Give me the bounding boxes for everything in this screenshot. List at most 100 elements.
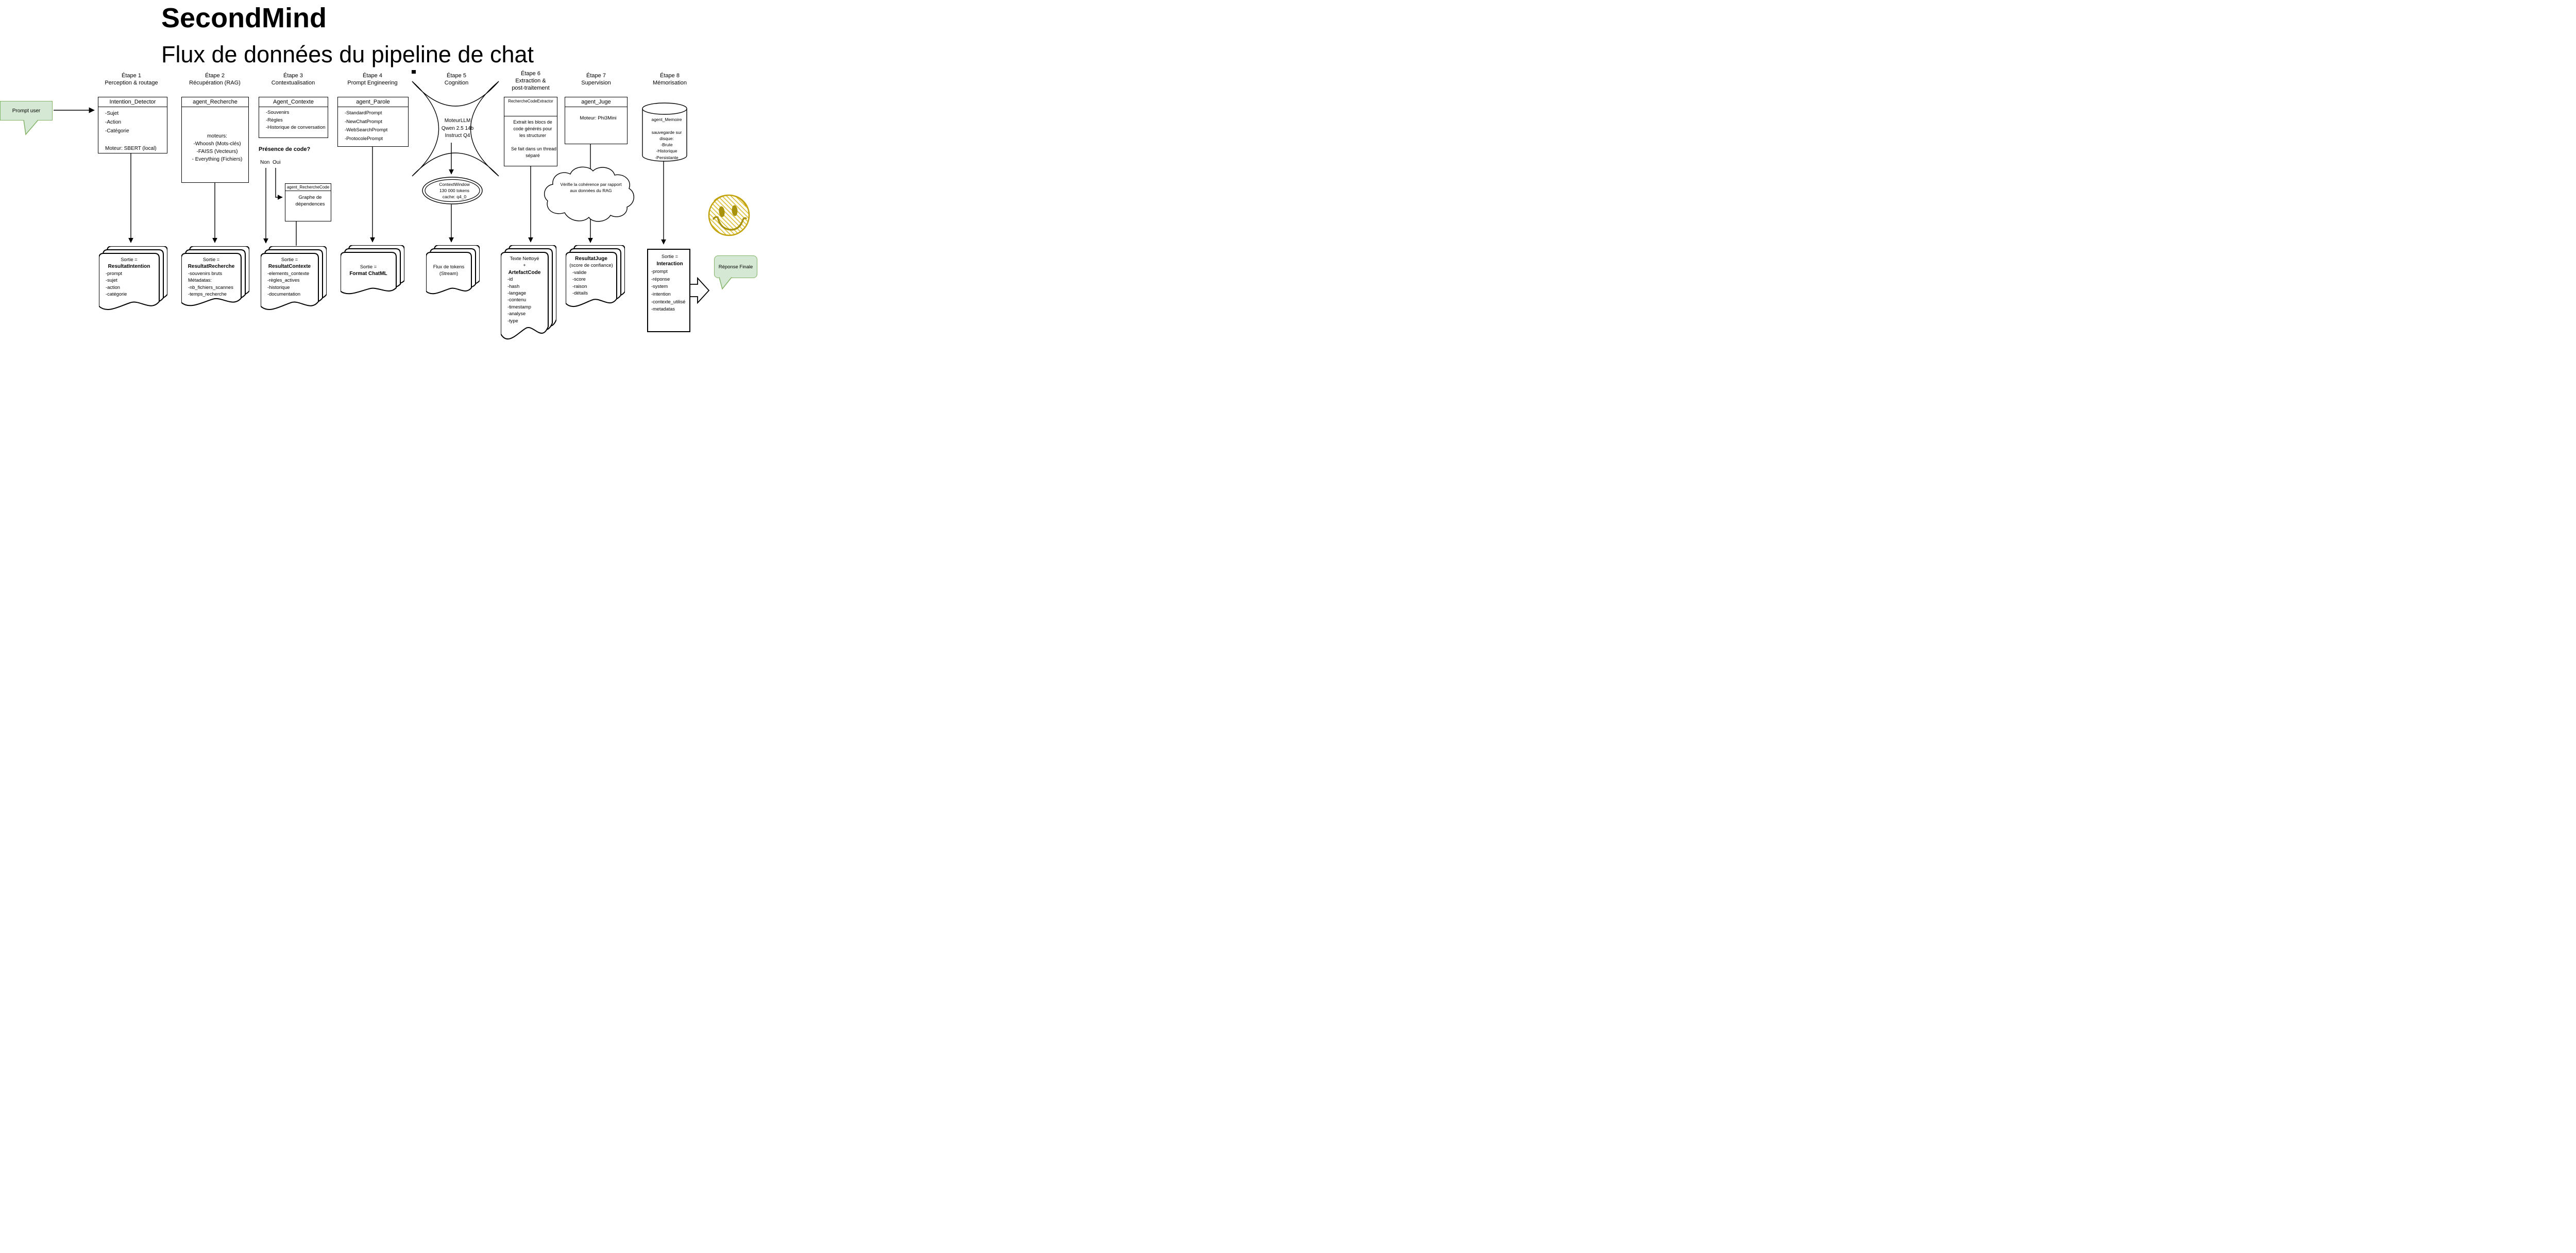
text-line: ContextWindow (439, 182, 470, 187)
text-line: Vérifie la cohérence par rapport (560, 182, 622, 187)
text-line: Se fait dans un thread (511, 146, 557, 151)
page-title: SecondMind (161, 3, 327, 33)
text-line: -réponse (651, 276, 670, 282)
prompt-user-bubble: Prompt user (0, 101, 53, 121)
text-line: -Persistante (655, 155, 679, 160)
text-line: -metadatas (651, 306, 675, 312)
node-body: Moteur: Phi3Mini (565, 107, 627, 125)
text-line: + (523, 263, 526, 268)
text-line: -Action (105, 119, 122, 125)
ellipse-inner (425, 179, 480, 202)
text-line: -raison (572, 283, 587, 289)
text-line (184, 117, 246, 125)
doc-lines: ResultatJuge(score de confiance)-valide-… (568, 255, 614, 297)
text-line: Métadatas: (188, 278, 212, 283)
text-line: Instruct Q4 (445, 133, 470, 139)
ellipse-outer (422, 177, 483, 204)
text-line: Sortie = (662, 254, 678, 259)
text-line: -Whoosh (Mots-clés) (193, 141, 241, 147)
text-line: agent_Memoire (651, 117, 682, 122)
text-line: -intention (651, 291, 671, 297)
page-subtitle: Flux de données du pipeline de chat (161, 41, 534, 67)
document-page (99, 253, 160, 310)
text-line: Sortie = (360, 264, 377, 269)
node-body: -StandardPrompt-NewChatPrompt-WebSearchP… (338, 107, 408, 145)
cloud-icon (544, 166, 634, 222)
stage-label: Étape 4 (363, 73, 382, 79)
stage-subtitle: Extraction & post-traitement (512, 78, 550, 91)
text-line: Texte Nettoyé (510, 256, 539, 261)
branch-label-non: Non (260, 160, 270, 165)
response-finale-label: Réponse Finale (718, 264, 753, 270)
doc-format-chatml: Sortie = Format ChatML (341, 245, 404, 297)
stage-label: Étape 5 (447, 73, 466, 79)
text-line (184, 109, 246, 117)
text-line (101, 135, 164, 144)
text-line: (Stream) (439, 271, 459, 277)
text-line: -détails (572, 290, 588, 296)
document-stack-shape (261, 246, 327, 310)
text-line: MoteurLLM (444, 118, 471, 124)
smiley-right-eye (732, 205, 738, 216)
document-stack-shape (426, 245, 480, 295)
text-line: -score (572, 277, 586, 282)
text-line: -nb_fichiers_scannes (188, 284, 233, 290)
text-line: (score de confiance) (569, 263, 613, 268)
stage-subtitle: Mémorisation (652, 80, 687, 86)
text-line: cache: q4_0 (442, 194, 467, 199)
text-line: -action (106, 284, 120, 290)
text-line: -Historique (656, 148, 677, 154)
doc-lines: Sortie =ResultatIntention-prompt-sujet-a… (101, 256, 157, 298)
node-title: Intention_Detector (98, 97, 167, 107)
text-line: Interaction (656, 261, 683, 267)
document-page (566, 252, 617, 307)
text-line: Sortie = (281, 257, 298, 262)
text-line: -prompt (106, 270, 123, 276)
branch-label-oui: Oui (273, 160, 281, 165)
text-line: -elements_contexte (267, 270, 310, 276)
text-line: -règles_actives (267, 278, 300, 283)
text-line (507, 139, 554, 146)
document-page (501, 252, 549, 340)
stage-label: Étape 1 (122, 73, 141, 79)
text-line: -Historique de conversation (266, 125, 326, 130)
text-line: sauvegarde sur (651, 129, 682, 135)
document-page (426, 252, 472, 295)
text-line: -contenu (507, 297, 527, 303)
node-agent-recherche: agent_Recherche moteurs: -Whoosh (Mots-cl… (181, 97, 249, 183)
stage-label: Étape 6 (521, 71, 540, 77)
document-stack-shape (501, 245, 556, 340)
context-window-ellipse (422, 177, 483, 204)
text-line: -Règles (266, 117, 283, 123)
stage-label: Étape 8 (660, 73, 680, 79)
smiley-icon (708, 194, 750, 236)
smiley-sketch-stroke (714, 194, 747, 207)
document-page (181, 253, 242, 306)
stage-subtitle: Supervision (581, 80, 611, 86)
node-body: -Souvenirs-Règles-Historique de conversa… (259, 107, 328, 134)
document-page (261, 253, 319, 310)
connector-branch-oui (275, 168, 283, 200)
text-line: -langage (507, 290, 527, 296)
stage-subtitle: Récupération (RAG) (189, 80, 241, 86)
node-recherche-code-extractor: RechercheCodeExtractor Extrait les blocs… (504, 97, 557, 166)
text-line: -prompt (651, 269, 668, 274)
text-line: -Brute (660, 142, 673, 148)
node-title: agent_Recherche (182, 97, 248, 107)
text-line: moteurs: (207, 133, 227, 139)
text-line: Format ChatML (349, 271, 387, 277)
stage-label: Étape 2 (205, 73, 225, 79)
text-line: Qwen 2.5 14b (441, 125, 474, 131)
stage-subtitle: Prompt Engineering (347, 80, 398, 86)
text-line: -hash (507, 283, 520, 289)
doc-lines: Sortie =Interaction-prompt-réponse-syste… (649, 253, 688, 313)
text-line: Moteur: SBERT (local) (105, 146, 157, 151)
text-line: -StandardPrompt (345, 110, 382, 116)
text-line: -documentation (267, 291, 301, 297)
text-line: Extrait les blocs de (513, 119, 552, 125)
